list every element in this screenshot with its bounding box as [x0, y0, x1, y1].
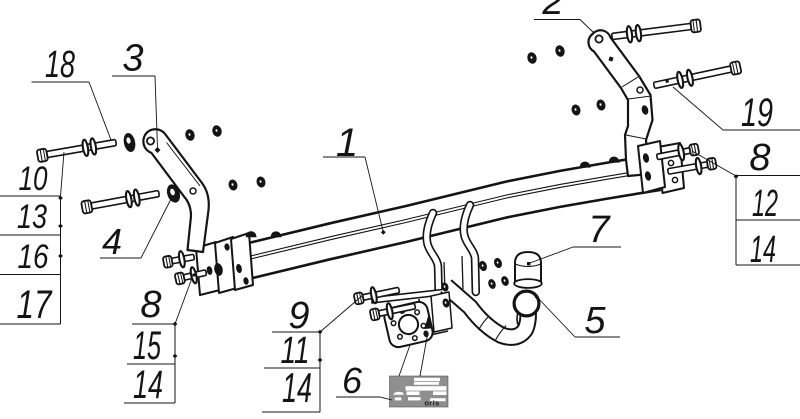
- svg-text:18: 18: [45, 44, 75, 86]
- svg-text:3: 3: [122, 38, 143, 80]
- svg-text:17: 17: [17, 283, 53, 327]
- svg-text:14: 14: [750, 229, 776, 271]
- svg-text:14: 14: [133, 363, 163, 407]
- svg-text:9: 9: [288, 295, 309, 337]
- svg-text:4: 4: [102, 221, 122, 262]
- svg-text:6: 6: [342, 360, 363, 401]
- svg-text:14: 14: [282, 364, 312, 411]
- svg-text:2: 2: [541, 0, 563, 23]
- svg-text:10: 10: [19, 160, 48, 198]
- svg-text:5: 5: [584, 300, 606, 342]
- svg-text:oris: oris: [424, 399, 439, 408]
- svg-text:1: 1: [336, 121, 358, 165]
- svg-text:15: 15: [133, 324, 161, 368]
- svg-text:8: 8: [140, 284, 161, 326]
- svg-text:12: 12: [752, 183, 778, 225]
- svg-text:11: 11: [281, 330, 310, 372]
- svg-text:8: 8: [749, 137, 770, 179]
- svg-text:13: 13: [17, 198, 47, 236]
- svg-text:19: 19: [741, 91, 773, 135]
- svg-text:7: 7: [588, 209, 611, 251]
- svg-text:16: 16: [18, 238, 49, 276]
